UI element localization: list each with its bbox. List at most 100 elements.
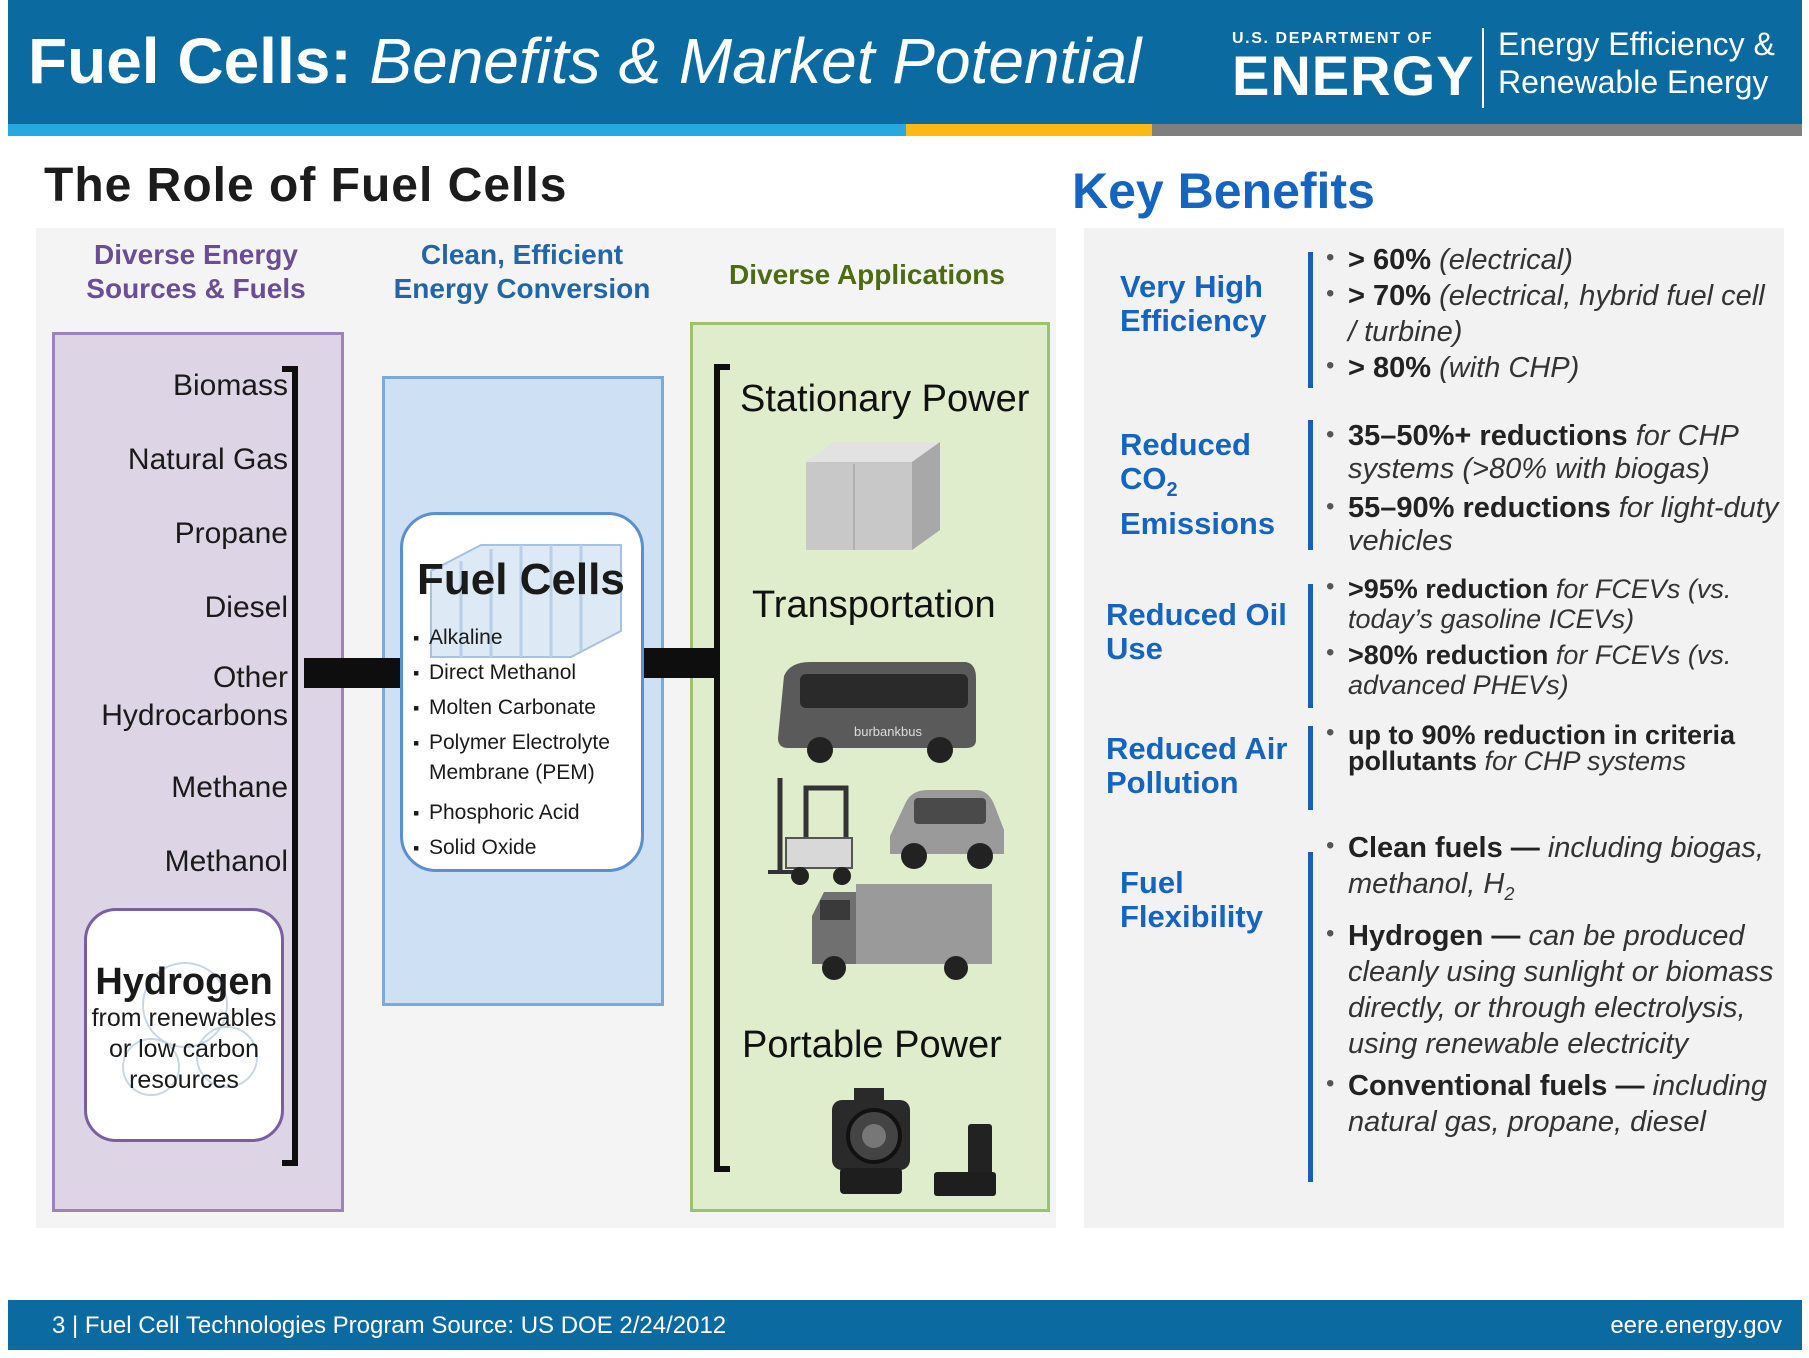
- slide-title-italic: Benefits & Market Potential: [369, 25, 1142, 97]
- benefit-efficiency-1-bold: > 60%: [1348, 244, 1432, 276]
- benefit-co2-2-bold: 55–90% reductions: [1348, 492, 1611, 524]
- slide-title: Fuel Cells: Benefits & Market Potential: [28, 24, 1141, 98]
- footer-source: 3 | Fuel Cell Technologies Program Sourc…: [52, 1312, 727, 1339]
- header-band-blue: [8, 124, 906, 136]
- fuel-cell-type-phosphoric-acid: Phosphoric Acid: [413, 798, 580, 828]
- key-benefits-panel: Very High Efficiency > 60% (electrical) …: [1084, 228, 1784, 1228]
- benefit-bar-fuel: [1308, 852, 1313, 1182]
- source-propane: Propane: [174, 517, 288, 550]
- app-portable-power: Portable Power: [742, 1024, 1002, 1066]
- eere-line-2: Renewable Energy: [1498, 64, 1769, 100]
- fuel-cell-type-pem-cont: Membrane (PEM): [429, 761, 595, 784]
- camera-icon: [832, 1088, 996, 1196]
- benefit-fuel-item-2: Hydrogen — can be produced cleanly using…: [1322, 916, 1780, 1062]
- benefit-air-item-1: up to 90% reduction in criteria pollutan…: [1322, 720, 1780, 775]
- benefit-label-fuel-2: Flexibility: [1120, 899, 1263, 934]
- car-icon: [890, 790, 1004, 869]
- sources-bracket: [282, 366, 298, 1166]
- benefit-label-efficiency: Very High Efficiency: [1120, 270, 1266, 338]
- connector-fuelcells-to-applications: [642, 648, 720, 678]
- benefit-fuel-1-sub: 2: [1504, 883, 1515, 904]
- benefit-efficiency-2-bold: > 70%: [1348, 280, 1432, 312]
- benefit-list-oil: >95% reduction for FCEVs (vs. today’s ga…: [1322, 572, 1780, 700]
- benefit-label-air-2: Pollution: [1106, 765, 1239, 800]
- benefit-label-air: Reduced Air Pollution: [1106, 732, 1287, 800]
- benefit-label-efficiency-2: Efficiency: [1120, 303, 1267, 338]
- fuel-cell-type-pem: Polymer Electrolyte: [413, 728, 610, 758]
- slide-title-bold: Fuel Cells:: [28, 25, 352, 97]
- benefit-label-air-1: Reduced Air: [1106, 731, 1288, 766]
- benefit-efficiency-item-3: > 80% (with CHP): [1322, 348, 1780, 386]
- benefit-label-co2-sub: 2: [1166, 479, 1178, 502]
- benefit-fuel-3-italic: including natural gas, propane, diesel: [1348, 1069, 1768, 1138]
- forklift-icon: [768, 778, 853, 885]
- hydrogen-sub-3: resources: [129, 1066, 239, 1094]
- source-methanol: Methanol: [164, 845, 288, 878]
- col-head-sources-line2: Sources & Fuels: [86, 273, 306, 304]
- hydrogen-sub-2: or low carbon: [108, 1035, 260, 1063]
- benefit-label-fuel-1: Fuel: [1120, 865, 1184, 900]
- app-transportation: Transportation: [752, 584, 996, 626]
- source-diesel: Diesel: [204, 591, 288, 624]
- benefit-bar-efficiency: [1308, 252, 1313, 388]
- benefit-label-oil: Reduced Oil Use: [1106, 598, 1287, 666]
- benefit-co2-2-italic: for light-duty vehicles: [1348, 492, 1779, 557]
- fuel-cell-type-molten-carbonate: Molten Carbonate: [413, 693, 596, 723]
- benefit-efficiency-3-italic: (with CHP): [1439, 352, 1580, 384]
- fuel-cells-box: Fuel Cells Alkaline Direct Methanol Molt…: [400, 512, 644, 872]
- fuel-cell-type-direct-methanol: Direct Methanol: [413, 658, 576, 688]
- hydrogen-sub-1: from renewables: [91, 1004, 277, 1032]
- benefit-label-co2-2: CO: [1120, 461, 1167, 496]
- benefit-label-fuel: Fuel Flexibility: [1120, 866, 1263, 934]
- footer-url[interactable]: eere.energy.gov: [1610, 1312, 1782, 1339]
- applications-bracket: [714, 364, 730, 1172]
- benefit-bar-co2: [1308, 420, 1313, 550]
- hydrogen-bubbles-icon: [122, 962, 258, 1096]
- benefit-label-efficiency-1: Very High: [1120, 269, 1263, 304]
- benefit-efficiency-item-1: > 60% (electrical): [1322, 240, 1780, 278]
- benefit-fuel-2-bold: Hydrogen —: [1348, 919, 1521, 952]
- source-other: Other: [212, 661, 288, 694]
- source-hydrocarbons: Hydrocarbons: [101, 699, 288, 732]
- role-of-fuel-cells-title: The Role of Fuel Cells: [44, 159, 568, 212]
- app-stationary-power: Stationary Power: [740, 378, 1030, 420]
- slide-header: Fuel Cells: Benefits & Market Potential …: [8, 0, 1802, 124]
- key-benefits-title: Key Benefits: [1072, 163, 1375, 219]
- header-band-gray: [1152, 124, 1802, 136]
- benefit-efficiency-2-italic: (electrical, hybrid fuel cell / turbine): [1348, 280, 1765, 348]
- col-head-sources: Diverse Energy Sources & Fuels: [78, 238, 314, 306]
- col-head-conversion-line1: Clean, Efficient: [420, 239, 624, 270]
- col-head-conversion-line2: Energy Conversion: [393, 273, 651, 304]
- benefit-oil-item-1: >95% reduction for FCEVs (vs. today’s ga…: [1322, 572, 1780, 634]
- slide-footer: 3 | Fuel Cell Technologies Program Sourc…: [8, 1300, 1802, 1350]
- source-biomass: Biomass: [172, 369, 288, 402]
- benefit-oil-2-italic: for FCEVs (vs. advanced PHEVs): [1348, 640, 1732, 700]
- benefit-list-efficiency: > 60% (electrical) > 70% (electrical, hy…: [1322, 240, 1780, 386]
- benefit-fuel-2-italic: can be produced cleanly using sunlight o…: [1348, 919, 1774, 1060]
- benefit-list-co2: 35–50%+ reductions for CHP systems (>80%…: [1322, 418, 1780, 558]
- benefit-co2-item-2: 55–90% reductions for light-duty vehicle…: [1322, 490, 1780, 558]
- benefit-label-oil-2: Use: [1106, 631, 1163, 666]
- benefit-fuel-item-3: Conventional fuels — including natural g…: [1322, 1066, 1780, 1140]
- truck-icon: [812, 884, 992, 980]
- benefit-fuel-1-bold: Clean fuels —: [1348, 832, 1540, 864]
- benefit-fuel-3-bold: Conventional fuels —: [1348, 1069, 1645, 1102]
- benefit-label-co2: Reduced CO2 Emissions: [1120, 428, 1275, 541]
- logo-divider: [1482, 28, 1484, 108]
- benefit-oil-1-bold: >95% reduction: [1348, 574, 1549, 604]
- benefit-list-fuel: Clean fuels — including biogas, methanol…: [1322, 828, 1780, 1140]
- benefit-oil-1-italic: for FCEVs (vs. today’s gasoline ICEVs): [1348, 574, 1732, 634]
- benefit-oil-item-2: >80% reduction for FCEVs (vs. advanced P…: [1322, 638, 1780, 700]
- col-head-sources-line1: Diverse Energy: [94, 239, 298, 270]
- benefit-oil-2-bold: >80% reduction: [1348, 640, 1549, 670]
- benefit-fuel-1-italic: including biogas, methanol, H: [1348, 832, 1764, 900]
- fuel-cell-type-solid-oxide: Solid Oxide: [413, 833, 536, 863]
- benefit-co2-1-bold: 35–50%+ reductions: [1348, 420, 1628, 452]
- benefit-efficiency-item-2: > 70% (electrical, hybrid fuel cell / tu…: [1322, 276, 1780, 350]
- benefit-co2-item-1: 35–50%+ reductions for CHP systems (>80%…: [1322, 418, 1780, 486]
- bus-icon: burbankbus: [778, 662, 976, 763]
- doe-logo-energy: ENERGY: [1232, 44, 1475, 107]
- bus-text: burbankbus: [854, 724, 922, 739]
- fuel-cell-type-alkaline: Alkaline: [413, 623, 502, 653]
- benefit-label-co2-1: Reduced: [1120, 427, 1251, 462]
